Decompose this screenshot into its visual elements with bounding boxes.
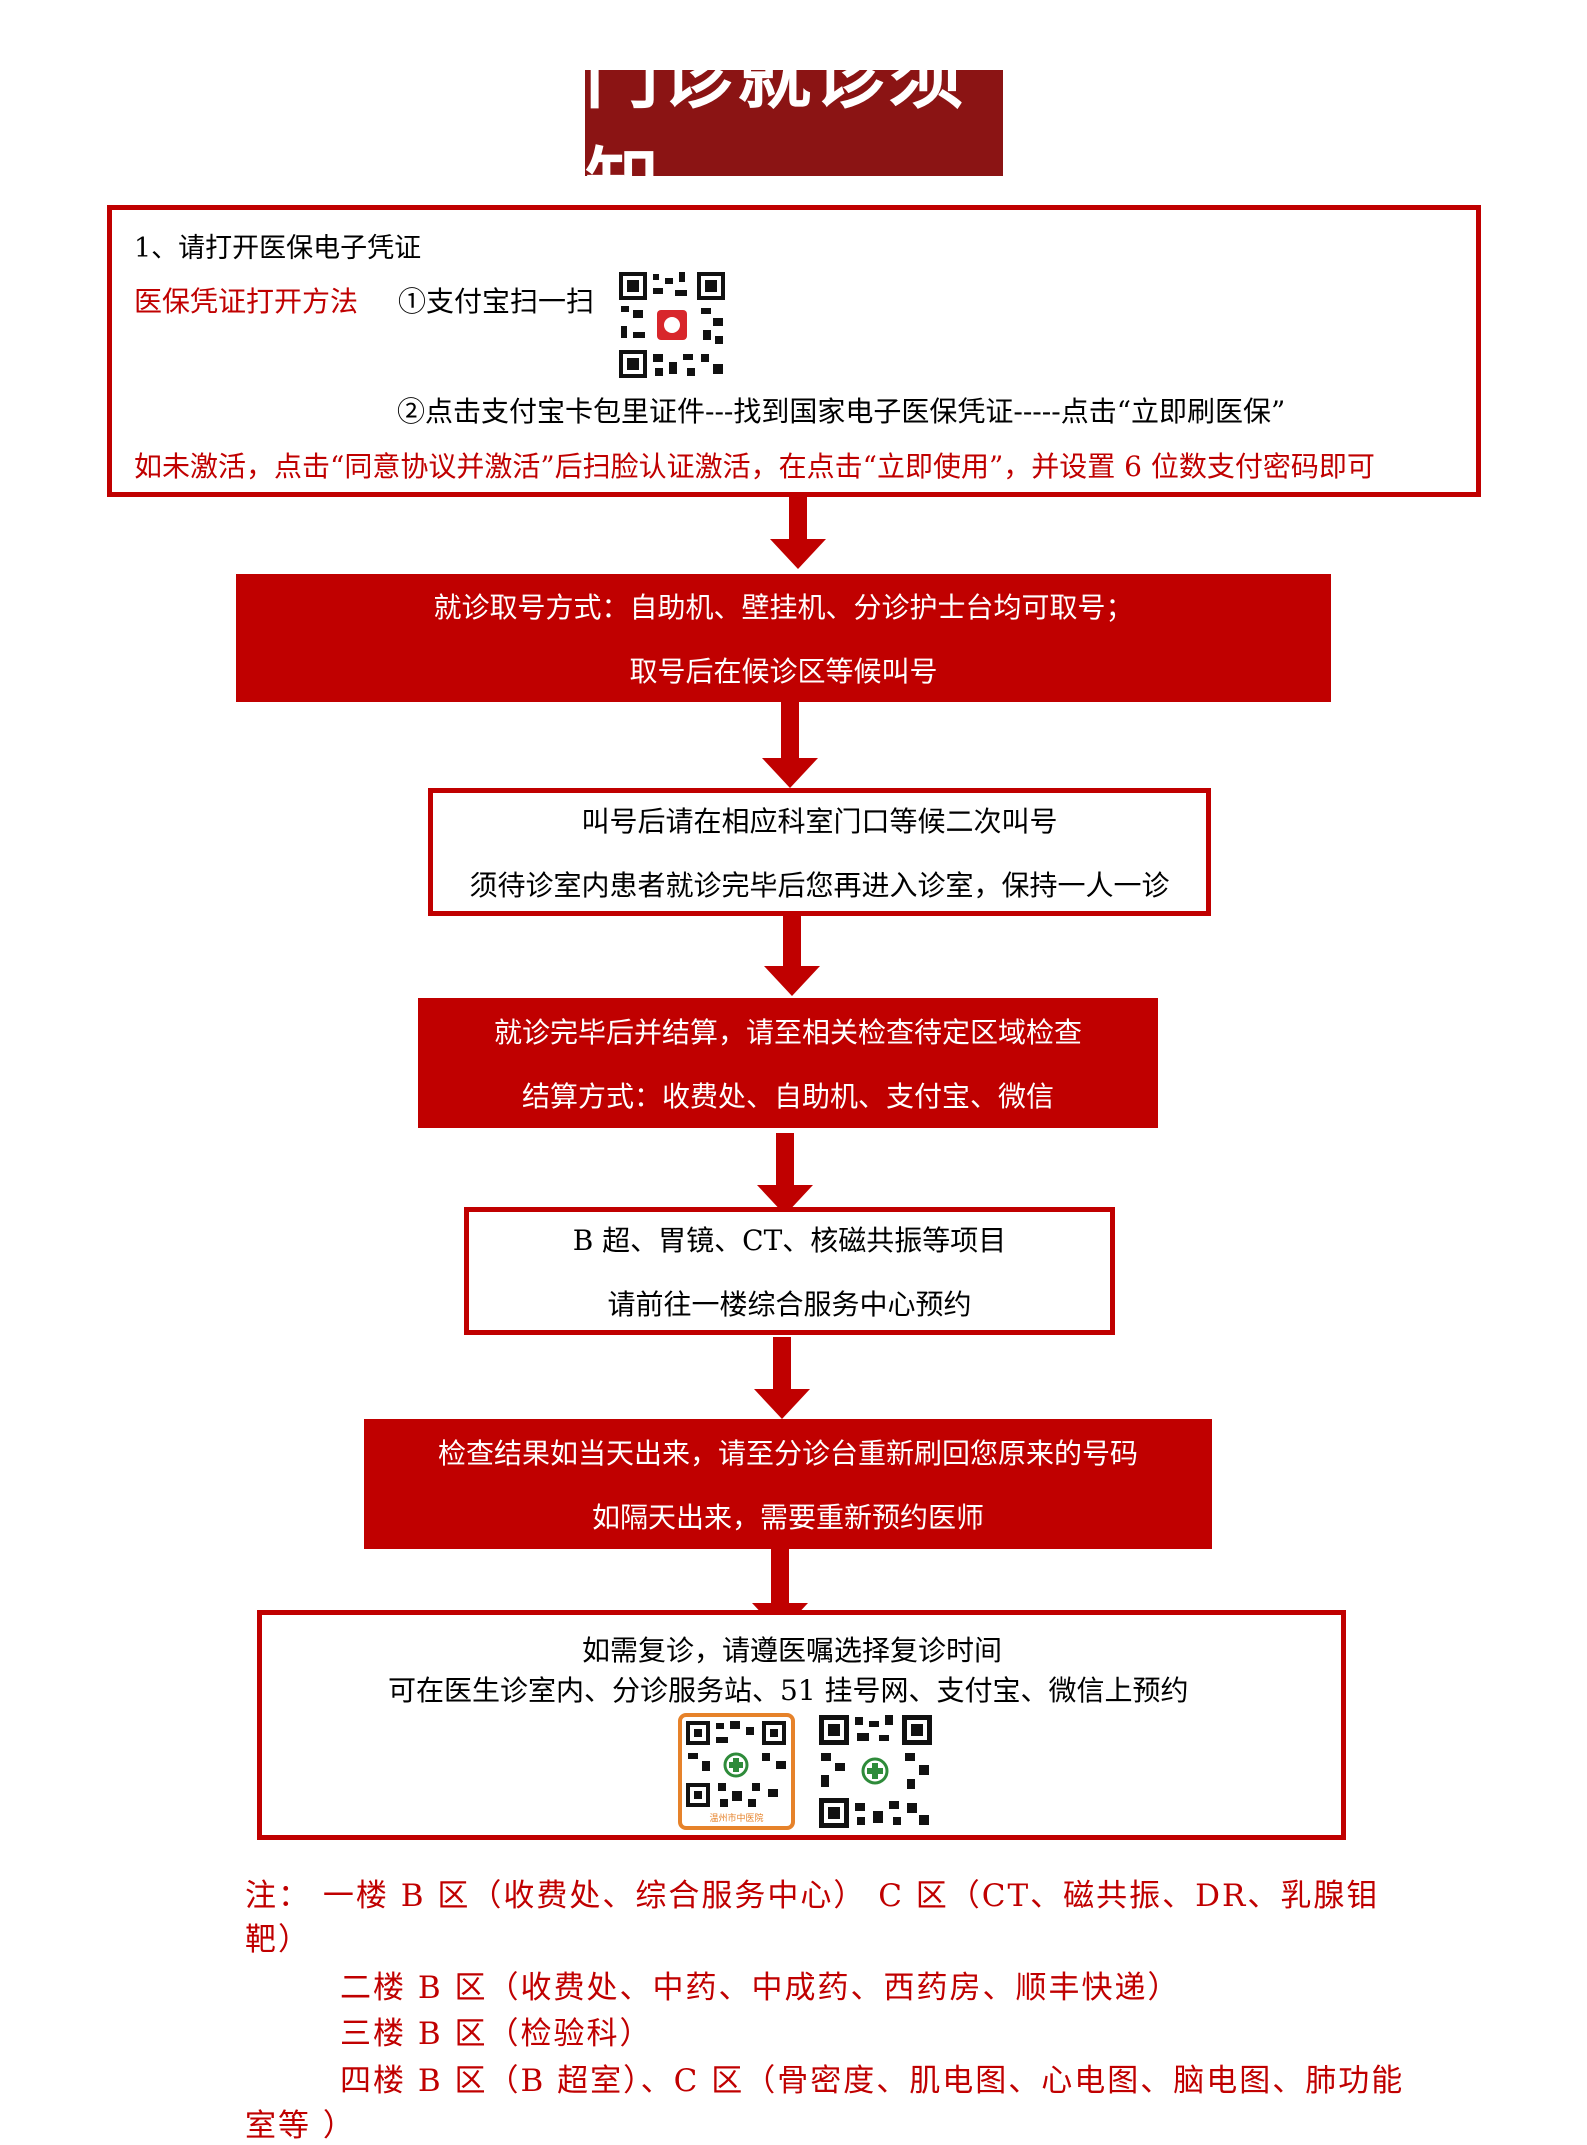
step1-activation: 如未激活，点击“同意协议并激活”后扫脸认证激活，在点击“立即使用”，并设置 6 … bbox=[134, 450, 1375, 483]
appointment-qr-code bbox=[817, 1713, 934, 1830]
step5-line1: B 超、胃镜、CT、核磁共振等项目 bbox=[572, 1224, 1007, 1257]
step1-option2: ②点击支付宝卡包里证件---找到国家电子医保凭证-----点击“立即刷医保” bbox=[397, 395, 1286, 428]
step1-option1: ①支付宝扫一扫 bbox=[398, 285, 595, 318]
alipay-qr-code bbox=[617, 270, 727, 380]
step1-method-label: 医保凭证打开方法 bbox=[134, 285, 359, 318]
notes-line1: 注： 一楼 B 区（收费处、综合服务中心） C 区（CT、磁共振、DR、乳腺钼 bbox=[245, 1878, 1380, 1914]
step7-line1: 如需复诊，请遵医嘱选择复诊时间 bbox=[582, 1634, 1003, 1667]
step5-box: B 超、胃镜、CT、核磁共振等项目 请前往一楼综合服务中心预约 bbox=[464, 1207, 1115, 1335]
notes-line4b: 室等 ） bbox=[245, 2108, 356, 2144]
notes-line2: 二楼 B 区（收费处、中药、中成药、西药房、顺丰快递） bbox=[340, 1970, 1181, 2006]
step6-box: 检查结果如当天出来，请至分诊台重新刷回您原来的号码 如隔天出来，需要重新预约医师 bbox=[364, 1419, 1212, 1549]
step6-line2: 如隔天出来，需要重新预约医师 bbox=[591, 1501, 984, 1534]
notes-line3: 三楼 B 区（检验科） bbox=[340, 2016, 653, 2052]
notes-line4: 四楼 B 区（B 超室）、C 区（骨密度、肌电图、心电图、脑电图、肺功能 bbox=[340, 2063, 1405, 2099]
step7-box: 如需复诊，请遵医嘱选择复诊时间 可在医生诊室内、分诊服务站、51 挂号网、支付宝… bbox=[257, 1610, 1346, 1840]
step4-line1: 就诊完毕后并结算，请至相关检查待定区域检查 bbox=[493, 1016, 1082, 1049]
qr-caption: 温州市中医院 bbox=[709, 1814, 764, 1824]
step1-heading: 1、请打开医保电子凭证 bbox=[134, 233, 422, 264]
notes-line1b: 靶） bbox=[245, 1922, 311, 1958]
step3-line2: 须待诊室内患者就诊完毕后您再进入诊室，保持一人一诊 bbox=[469, 869, 1170, 902]
step5-line2: 请前往一楼综合服务中心预约 bbox=[607, 1288, 972, 1321]
step1-box: 1、请打开医保电子凭证 医保凭证打开方法 ①支付宝扫一扫 ②点击支付宝卡包里证件… bbox=[107, 205, 1481, 497]
appointment-qr-code: 温州市中医院 bbox=[678, 1713, 795, 1830]
step7-line2: 可在医生诊室内、分诊服务站、51 挂号网、支付宝、微信上预约 bbox=[388, 1674, 1189, 1707]
step2-box: 就诊取号方式：自助机、壁挂机、分诊护士台均可取号； 取号后在候诊区等候叫号 bbox=[236, 574, 1331, 702]
step2-line1: 就诊取号方式：自助机、壁挂机、分诊护士台均可取号； bbox=[433, 591, 1134, 624]
step3-line1: 叫号后请在相应科室门口等候二次叫号 bbox=[581, 805, 1058, 838]
step3-box: 叫号后请在相应科室门口等候二次叫号 须待诊室内患者就诊完毕后您再进入诊室，保持一… bbox=[428, 788, 1211, 916]
step4-box: 就诊完毕后并结算，请至相关检查待定区域检查 结算方式：收费处、自助机、支付宝、微… bbox=[418, 998, 1158, 1128]
step4-line2: 结算方式：收费处、自助机、支付宝、微信 bbox=[521, 1080, 1054, 1113]
step2-line2: 取号后在候诊区等候叫号 bbox=[629, 655, 938, 688]
page-title: 门诊就诊须知 bbox=[585, 33, 1003, 226]
step6-line1: 检查结果如当天出来，请至分诊台重新刷回您原来的号码 bbox=[437, 1437, 1138, 1470]
